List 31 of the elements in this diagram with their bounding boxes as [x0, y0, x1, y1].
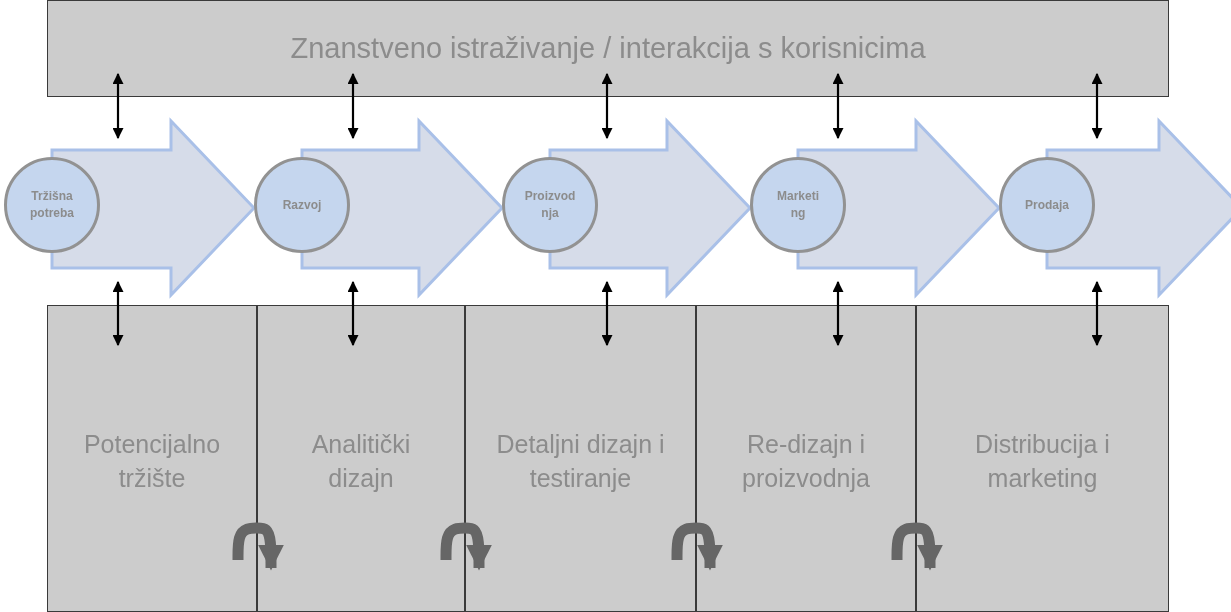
double-arrow: [112, 72, 124, 140]
double-arrow: [832, 72, 844, 140]
stage-label: Razvoj: [281, 196, 323, 214]
phase-label: Re-dizajn i proizvodnja: [741, 429, 871, 494]
phase-column: [696, 305, 916, 612]
phase-label: Detaljni dizajn i testiranje: [495, 429, 666, 494]
phase-label: Distribucija i marketing: [974, 429, 1111, 494]
u-turn-arrow: [232, 522, 284, 571]
double-arrow: [601, 280, 613, 347]
u-turn-arrow: [671, 522, 723, 571]
phase-column: [916, 305, 1169, 612]
phase-label: Analitički dizajn: [310, 429, 412, 494]
u-turn-arrow: [891, 522, 943, 571]
double-arrow: [1091, 72, 1103, 140]
u-turn-arrow: [440, 522, 492, 571]
double-arrow: [832, 280, 844, 347]
stage-label: Proizvodnja: [524, 188, 576, 222]
research-banner: [47, 0, 1169, 97]
phase-label: Potencijalno tržište: [82, 429, 222, 494]
stage-label: Prodaja: [1024, 196, 1070, 214]
double-arrow: [347, 72, 359, 140]
stage-label: Tržišna potreba: [29, 188, 75, 222]
double-arrow: [112, 280, 124, 347]
phase-column: [47, 305, 257, 612]
phase-column: [257, 305, 465, 612]
double-arrow: [1091, 280, 1103, 347]
banner-title: Znanstveno istraživanje / interakcija s korisnicima: [290, 30, 926, 66]
double-arrow: [601, 72, 613, 140]
double-arrow: [347, 280, 359, 347]
stage-label: Marketing: [776, 188, 820, 222]
phase-column: [465, 305, 696, 612]
